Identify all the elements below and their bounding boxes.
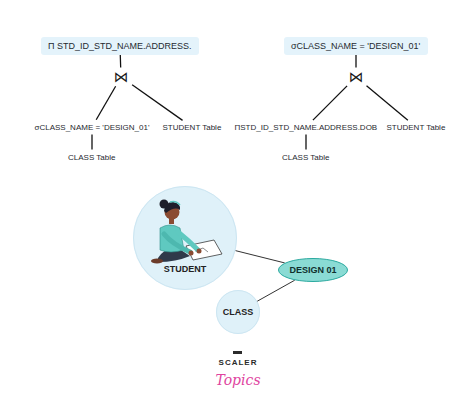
node-text: CLASS — [223, 307, 254, 317]
node-text: CLASS Table — [68, 153, 116, 162]
node-text: CLASS Table — [282, 153, 330, 162]
connector — [355, 55, 356, 68]
connector — [91, 135, 92, 150]
entity-circle: STUDENT — [133, 186, 237, 290]
node-text: STUDENT Table — [163, 123, 222, 132]
tree-leaf: ΠSTD_ID_STD_NAME.ADDRESS.DOB — [233, 122, 380, 133]
shape-outline-path — [217, 291, 260, 334]
student-circle-fill — [133, 186, 237, 290]
node-text: ⋈ — [349, 70, 364, 85]
tree-leaf: CLASS Table — [66, 152, 118, 163]
node-text: ⋈ — [114, 70, 129, 85]
tree-leaf: CLASS Table — [280, 152, 332, 163]
shape-outline — [133, 186, 237, 290]
connector — [313, 86, 347, 120]
join-symbol: ⋈ — [112, 70, 131, 85]
logo-wordmark: SCALER — [219, 358, 258, 367]
node-text: σCLASS_NAME = 'DESIGN_01' — [291, 41, 421, 51]
connector — [132, 85, 182, 121]
connector — [367, 86, 408, 120]
shape-outline-path — [134, 187, 237, 290]
node-text: DESIGN 01 — [289, 265, 336, 275]
connector — [96, 86, 115, 120]
node-text: σCLASS_NAME = 'DESIGN_01' — [35, 123, 150, 132]
relation-ellipse: DESIGN 01 — [278, 258, 348, 282]
logo-script: Topics — [215, 372, 260, 388]
join-symbol: ⋈ — [347, 70, 366, 85]
node-text: ΠSTD_ID_STD_NAME.ADDRESS.DOB — [235, 123, 378, 132]
operator-box: σCLASS_NAME = 'DESIGN_01' — [284, 37, 428, 55]
shape-outline-path — [279, 259, 348, 282]
connector — [257, 280, 295, 301]
node-text: Π STD_ID_STD_NAME.ADDRESS. — [48, 41, 192, 51]
node-text: STUDENT — [164, 264, 207, 274]
operator-box: Π STD_ID_STD_NAME.ADDRESS. — [41, 37, 199, 55]
connector — [235, 251, 284, 263]
tree-leaf: σCLASS_NAME = 'DESIGN_01' — [33, 122, 152, 133]
connector — [120, 55, 122, 68]
tree-leaf: STUDENT Table — [385, 122, 448, 133]
student-figure — [151, 200, 222, 264]
tree-leaf: STUDENT Table — [161, 122, 224, 133]
entity-circle: CLASS — [216, 290, 260, 334]
connector — [305, 135, 306, 150]
class-circle-fill — [216, 290, 260, 334]
logo-mark — [233, 351, 242, 354]
node-text: STUDENT Table — [387, 123, 446, 132]
